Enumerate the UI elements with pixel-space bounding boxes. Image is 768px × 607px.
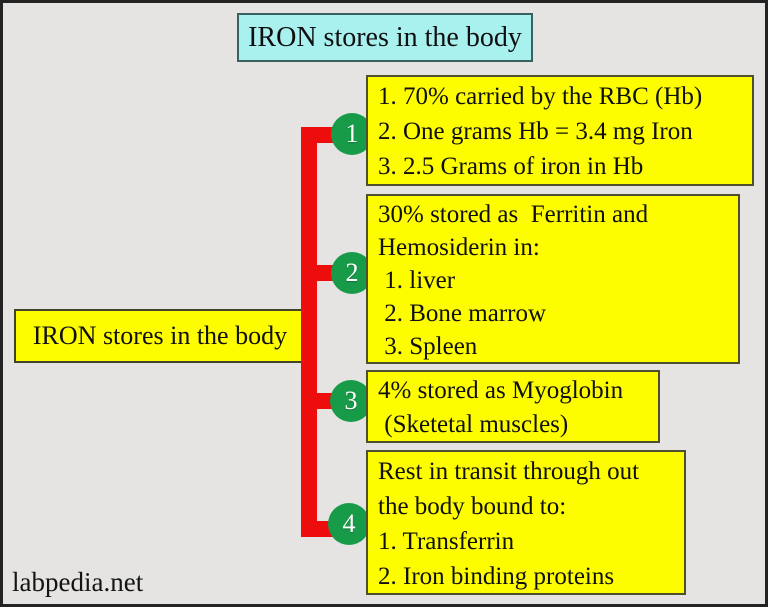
step-3-line: 4% stored as Myoglobin bbox=[378, 377, 624, 404]
step-3-box: 4% stored as Myoglobin (Sketetal muscles… bbox=[366, 370, 660, 443]
step-1-line: 1. 70% carried by the RBC (Hb) bbox=[378, 83, 703, 110]
step-2-line: 2. Bone marrow bbox=[378, 300, 547, 327]
root-node-label: IRON stores in the body bbox=[14, 309, 306, 363]
connector-trunk bbox=[301, 127, 317, 537]
site-watermark: labpedia.net bbox=[12, 567, 144, 597]
step-4-line: 2. Iron binding proteins bbox=[378, 563, 615, 590]
step-2-line: 30% stored as Ferritin and bbox=[378, 201, 649, 228]
step-2-line: Hemosiderin in: bbox=[378, 234, 540, 261]
step-1-line: 3. 2.5 Grams of iron in Hb bbox=[378, 153, 644, 180]
step-2-box: 30% stored as Ferritin and Hemosiderin i… bbox=[366, 194, 740, 364]
step-4-badge: 4 bbox=[328, 503, 370, 545]
step-1-line: 2. One grams Hb = 3.4 mg Iron bbox=[378, 118, 693, 145]
step-4-line: the body bound to: bbox=[378, 493, 567, 520]
diagram-title: IRON stores in the body bbox=[237, 13, 533, 62]
step-1-box: 1. 70% carried by the RBC (Hb) 2. One gr… bbox=[366, 75, 754, 186]
step-4-line: Rest in transit through out bbox=[378, 458, 640, 485]
step-4-line: 1. Transferrin bbox=[378, 528, 515, 555]
step-2-line: 3. Spleen bbox=[378, 333, 478, 360]
step-4-box: Rest in transit through out the body bou… bbox=[366, 450, 686, 595]
step-2-line: 1. liver bbox=[378, 267, 456, 294]
step-3-badge: 3 bbox=[330, 380, 372, 422]
step-3-line: (Sketetal muscles) bbox=[378, 411, 569, 438]
